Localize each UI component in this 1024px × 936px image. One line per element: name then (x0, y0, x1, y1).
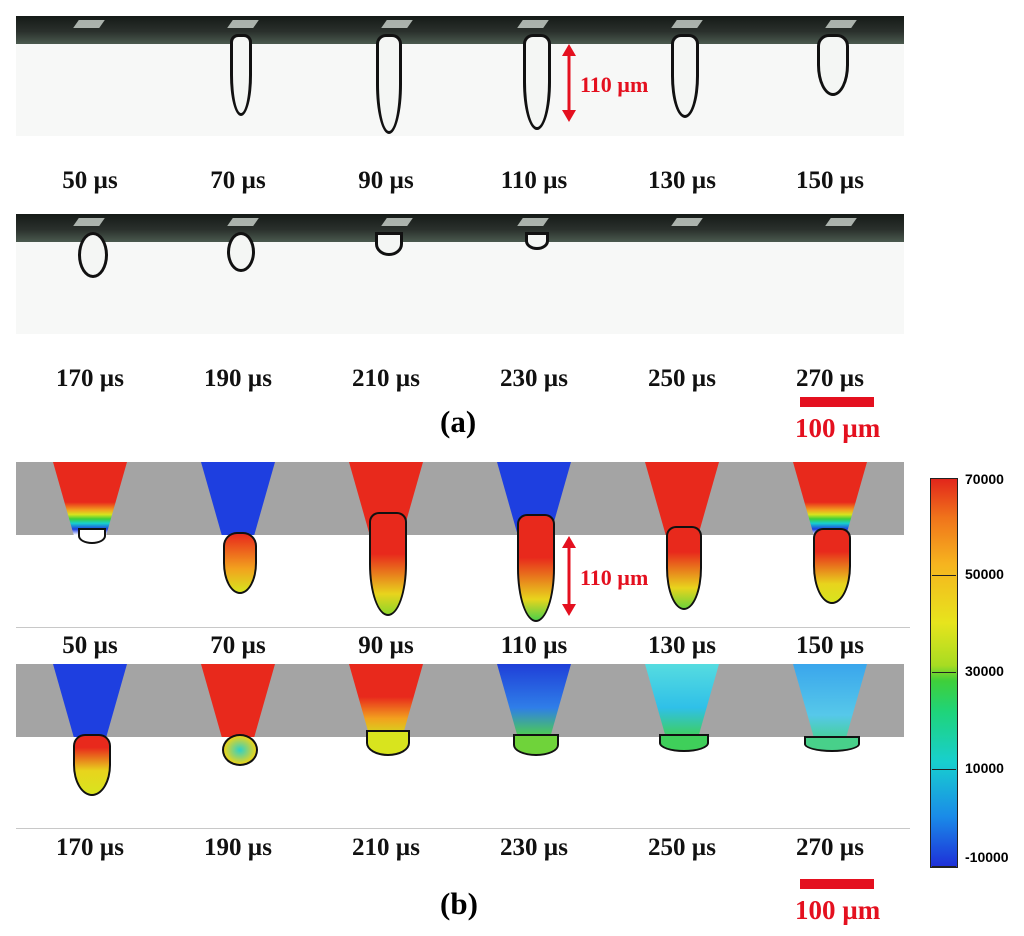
scale-bar-label-a: 100 µm (795, 413, 881, 443)
simulated-droplet (513, 734, 559, 756)
droplet (227, 232, 255, 272)
droplet (525, 232, 549, 250)
dimension-arrow-b (562, 536, 576, 616)
simulated-droplet (517, 514, 555, 622)
experiment-frame (756, 16, 904, 136)
time-label: 150 µs (796, 167, 864, 194)
colorbar-tick-label: 50000 (965, 566, 1004, 582)
simulated-droplet (73, 734, 111, 796)
experiment-frame (312, 214, 460, 334)
experiment-frame (164, 214, 312, 334)
panel-label-a: (a) (440, 404, 477, 439)
scale-bar-a (800, 397, 874, 407)
simulation-frame (312, 664, 460, 829)
time-label: 70 µs (210, 632, 266, 659)
droplet (376, 34, 402, 134)
time-label: 130 µs (648, 632, 716, 659)
time-label: 70 µs (210, 167, 266, 194)
colorbar-tick-label: 10000 (965, 760, 1004, 776)
droplet (375, 232, 403, 256)
simulation-frame (756, 462, 904, 627)
colorbar-tick (932, 575, 956, 576)
droplet (523, 34, 551, 130)
colorbar-tick-label: 30000 (965, 663, 1004, 679)
simulated-droplet (222, 734, 258, 766)
colorbar (930, 478, 958, 868)
dimension-label-a: 110 µm (580, 72, 649, 97)
time-label: 130 µs (648, 167, 716, 194)
scale-bar-b (800, 879, 874, 889)
droplet (817, 34, 849, 96)
time-label: 250 µs (648, 834, 716, 861)
simulation-frame (460, 462, 608, 627)
experiment-frame (312, 16, 460, 136)
time-label: 90 µs (358, 632, 414, 659)
time-label: 110 µs (500, 632, 568, 659)
droplet (78, 232, 108, 278)
colorbar-tick (932, 866, 956, 867)
dimension-label-b: 110 µm (580, 565, 649, 590)
time-label: 90 µs (358, 167, 414, 194)
colorbar-tick (932, 769, 956, 770)
time-label: 170 µs (56, 365, 124, 392)
simulation-frame (756, 664, 904, 829)
time-label: 170 µs (56, 834, 124, 861)
experiment-frame (460, 214, 608, 334)
simulation-frame (608, 664, 756, 829)
simulated-droplet (78, 528, 106, 544)
time-label: 250 µs (648, 365, 716, 392)
simulation-frame (164, 664, 312, 829)
time-label: 190 µs (204, 365, 272, 392)
simulated-droplet (813, 528, 851, 604)
droplet (230, 34, 252, 116)
row-separator (16, 627, 910, 628)
simulation-frame (164, 462, 312, 627)
simulated-droplet (223, 532, 257, 594)
simulated-droplet (366, 730, 410, 756)
time-label: 190 µs (204, 834, 272, 861)
simulated-droplet (666, 526, 702, 610)
droplet (671, 34, 699, 118)
time-label: 150 µs (796, 632, 864, 659)
time-label: 230 µs (500, 834, 568, 861)
simulation-frame (312, 462, 460, 627)
panel-label-b: (b) (440, 886, 478, 921)
simulated-droplet (804, 736, 860, 752)
row-separator (16, 828, 910, 829)
experiment-frame (608, 214, 756, 334)
time-label: 210 µs (352, 834, 420, 861)
time-label: 210 µs (352, 365, 420, 392)
time-label: 110 µs (500, 167, 568, 194)
experiment-frame (756, 214, 904, 334)
experiment-frame (16, 214, 164, 334)
experiment-frame (164, 16, 312, 136)
simulation-frame (16, 462, 164, 627)
experiment-frame (608, 16, 756, 136)
time-label: 270 µs (796, 834, 864, 861)
colorbar-tick-label: 70000 (965, 471, 1004, 487)
experiment-frame (460, 16, 608, 136)
simulation-frame (608, 462, 756, 627)
time-label: 50 µs (62, 167, 118, 194)
scale-bar-label-b: 100 µm (795, 895, 881, 925)
simulated-droplet (659, 734, 709, 752)
colorbar-tick (932, 478, 956, 479)
colorbar-tick-label: -10000 (965, 849, 1009, 865)
time-label: 270 µs (796, 365, 864, 392)
simulated-droplet (369, 512, 407, 616)
time-label: 230 µs (500, 365, 568, 392)
dimension-arrow-a (562, 44, 576, 122)
time-label: 50 µs (62, 632, 118, 659)
colorbar-tick (932, 672, 956, 673)
simulation-frame (16, 664, 164, 829)
experiment-frame (16, 16, 164, 136)
simulation-frame (460, 664, 608, 829)
